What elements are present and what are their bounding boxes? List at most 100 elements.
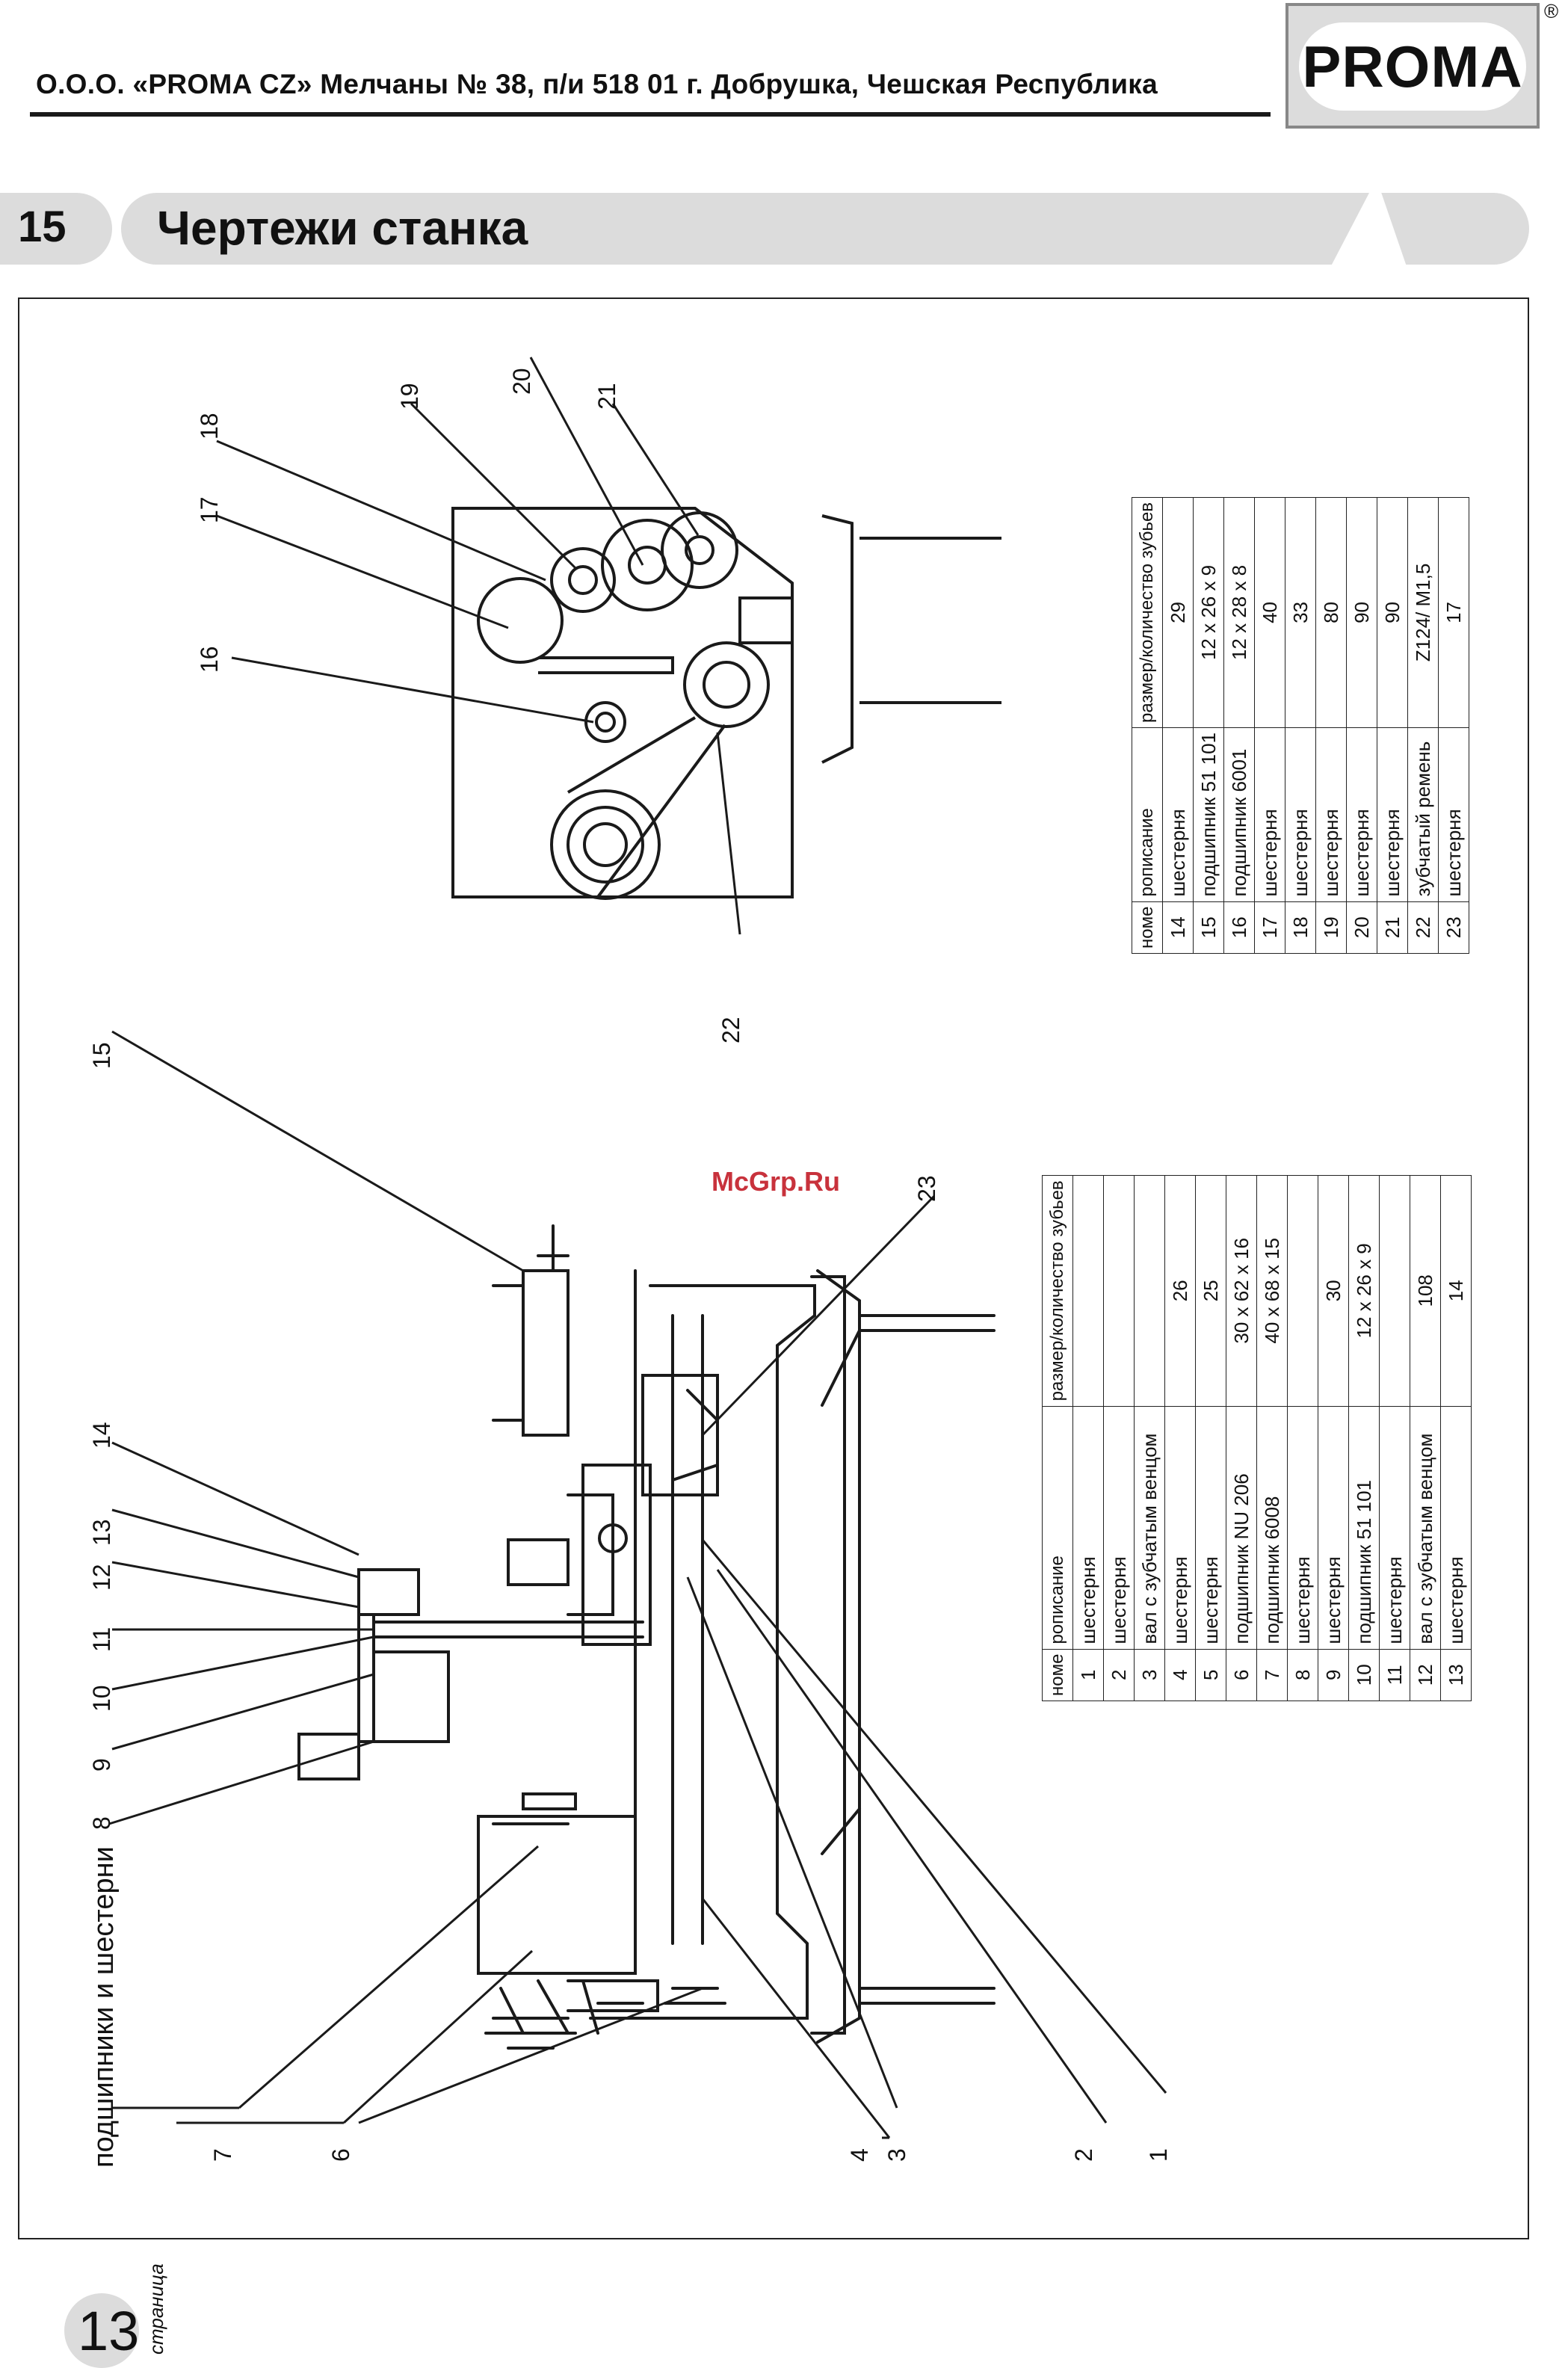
callout-9: 9 [88,1758,115,1772]
callout-23: 23 [913,1175,940,1202]
callout-2: 2 [1070,2148,1097,2162]
callout-10: 10 [88,1685,115,1712]
callout-4: 4 [846,2148,873,2162]
parts-table-left: номе рописание размер/количество зубьев … [1042,1175,1472,1701]
row-desc: шестерня [1195,1406,1226,1650]
section-title: Чертежи станка [157,201,528,255]
callout-16: 16 [196,646,223,673]
header-size: размер/количество зубьев [1042,1175,1073,1407]
row-num: 12 [1410,1649,1441,1701]
row-num: 13 [1440,1649,1472,1701]
section-number: 15 [18,203,67,251]
table-header-row: номе рописание размер/количество зубьев [1132,497,1163,954]
header-size: размер/количество зубьев [1132,497,1163,728]
row-num: 11 [1379,1649,1410,1701]
section-title-bar [121,193,1369,265]
watermark: McGrp.Ru [712,1166,841,1197]
row-size: 33 [1285,497,1316,728]
row-desc: шестерня [1254,727,1285,902]
callout-19: 19 [396,383,423,410]
row-num: 23 [1438,901,1469,954]
row-desc: подшипник NU 206 [1226,1406,1257,1650]
callout-6: 6 [327,2148,354,2162]
row-num: 22 [1407,901,1439,954]
callout-20: 20 [508,368,535,395]
header-desc: рописание [1042,1406,1073,1650]
row-num: 6 [1226,1649,1257,1701]
section-title-bar-end [1381,193,1529,265]
row-desc: подшипник 6008 [1256,1406,1288,1650]
header-num: номе [1132,901,1163,954]
row-num: 10 [1348,1649,1380,1701]
row-desc: шестерня [1440,1406,1472,1650]
registered-mark: ® [1544,0,1559,22]
row-size: 108 [1410,1175,1441,1407]
row-num: 1 [1072,1649,1104,1701]
row-num: 2 [1103,1649,1135,1701]
row-size: 90 [1346,497,1377,728]
row-num: 21 [1377,901,1408,954]
callout-13: 13 [88,1519,115,1546]
page-number: 13 [78,2300,140,2362]
row-size: 80 [1315,497,1347,728]
row-size [1134,1175,1165,1407]
proma-logo: PROMA [1285,3,1540,129]
callout-3: 3 [883,2148,910,2162]
row-desc: вал с зубчатым венцом [1134,1406,1165,1650]
row-num: 7 [1256,1649,1288,1701]
row-num: 15 [1193,901,1224,954]
row-desc: шестерня [1377,727,1408,902]
row-size: 12 x 26 x 9 [1193,497,1224,728]
row-desc: шестерня [1318,1406,1349,1650]
row-num: 20 [1346,901,1377,954]
row-size: 90 [1377,497,1408,728]
row-size [1287,1175,1318,1407]
row-size [1103,1175,1135,1407]
row-num: 19 [1315,901,1347,954]
row-num: 3 [1134,1649,1165,1701]
row-size [1072,1175,1104,1407]
row-num: 9 [1318,1649,1349,1701]
row-size: 14 [1440,1175,1472,1407]
callout-1: 1 [1145,2148,1172,2162]
row-size: 26 [1164,1175,1196,1407]
row-size [1379,1175,1410,1407]
row-size: 30 [1318,1175,1349,1407]
row-desc: шестерня [1287,1406,1318,1650]
row-num: 8 [1287,1649,1318,1701]
callout-17: 17 [196,496,223,523]
row-num: 4 [1164,1649,1196,1701]
row-desc: шестерня [1103,1406,1135,1650]
row-desc: шестерня [1346,727,1377,902]
row-size: 40 x 68 x 15 [1256,1175,1288,1407]
row-desc: зубчатый ремень [1407,727,1439,902]
row-size: 25 [1195,1175,1226,1407]
callout-8: 8 [88,1816,115,1830]
drawing-subtitle: подшипники и шестерни [88,1846,120,2168]
row-desc: шестерня [1285,727,1316,902]
callout-12: 12 [88,1564,115,1591]
drawing-frame [18,297,1529,2239]
row-num: 18 [1285,901,1316,954]
row-num: 14 [1162,901,1194,954]
row-desc: подшипник 51 101 [1193,727,1224,902]
row-desc: шестерня [1072,1406,1104,1650]
header-desc: рописание [1132,727,1163,902]
table-header-row: номе рописание размер/количество зубьев [1042,1175,1073,1701]
